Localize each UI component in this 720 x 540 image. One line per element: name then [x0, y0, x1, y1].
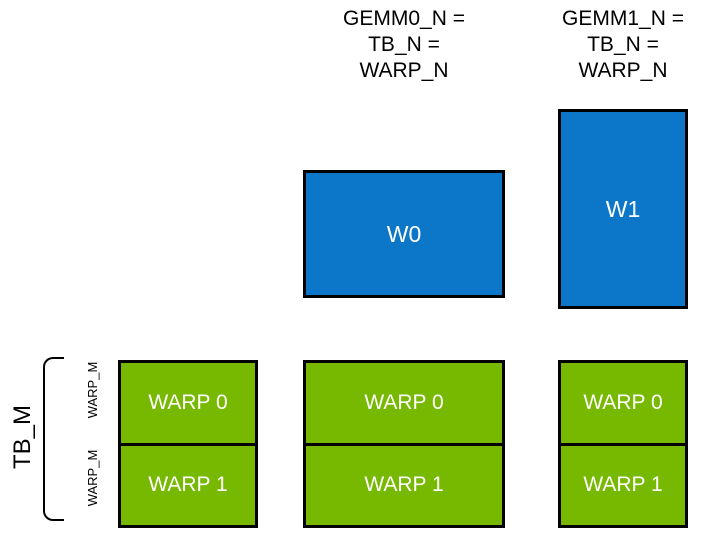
- accumulator-tile-w1-label: W1: [605, 195, 641, 222]
- warp-m-label-row1: WARP_M: [84, 449, 100, 507]
- gemm0-header-line3: WARP_N: [359, 59, 449, 82]
- warp0-tile-middle: WARP 0: [306, 363, 502, 446]
- accumulator-tile-w0: W0: [303, 170, 505, 298]
- gemm0-header: GEMM0_N = TB_N = WARP_N: [303, 6, 505, 84]
- threadblock-tile-middle: WARP 0 WARP 1: [303, 360, 505, 528]
- warp1-tile-middle: WARP 1: [306, 445, 502, 525]
- warp0-tile-left-label: WARP 0: [148, 390, 228, 414]
- gemm1-header-line2: TB_N =: [587, 33, 659, 56]
- threadblock-tile-left: WARP 0 WARP 1: [118, 360, 258, 528]
- warp0-tile-right-label: WARP 0: [583, 390, 663, 414]
- warp-m-label-row0: WARP_M: [84, 361, 100, 419]
- gemm0-header-line1: GEMM0_N =: [343, 7, 465, 30]
- gemm1-header: GEMM1_N = TB_N = WARP_N: [558, 6, 688, 84]
- gemm0-header-line2: TB_N =: [368, 33, 440, 56]
- warp0-tile-right: WARP 0: [561, 363, 685, 446]
- tb-m-axis-label: TB_M: [9, 405, 36, 470]
- gemm1-header-line1: GEMM1_N =: [562, 7, 684, 30]
- accumulator-tile-w0-label: W0: [386, 220, 422, 247]
- warp1-tile-right: WARP 1: [561, 445, 685, 525]
- gemm1-header-line3: WARP_N: [578, 59, 668, 82]
- threadblock-tile-right: WARP 0 WARP 1: [558, 360, 688, 528]
- tb-m-bracket: [43, 357, 64, 521]
- warp1-tile-left-label: WARP 1: [148, 473, 228, 497]
- warp1-tile-left: WARP 1: [121, 445, 255, 525]
- warp1-tile-right-label: WARP 1: [583, 473, 663, 497]
- warp1-tile-middle-label: WARP 1: [364, 473, 444, 497]
- accumulator-tile-w1: W1: [558, 109, 688, 309]
- warp0-tile-middle-label: WARP 0: [364, 390, 444, 414]
- warp0-tile-left: WARP 0: [121, 363, 255, 446]
